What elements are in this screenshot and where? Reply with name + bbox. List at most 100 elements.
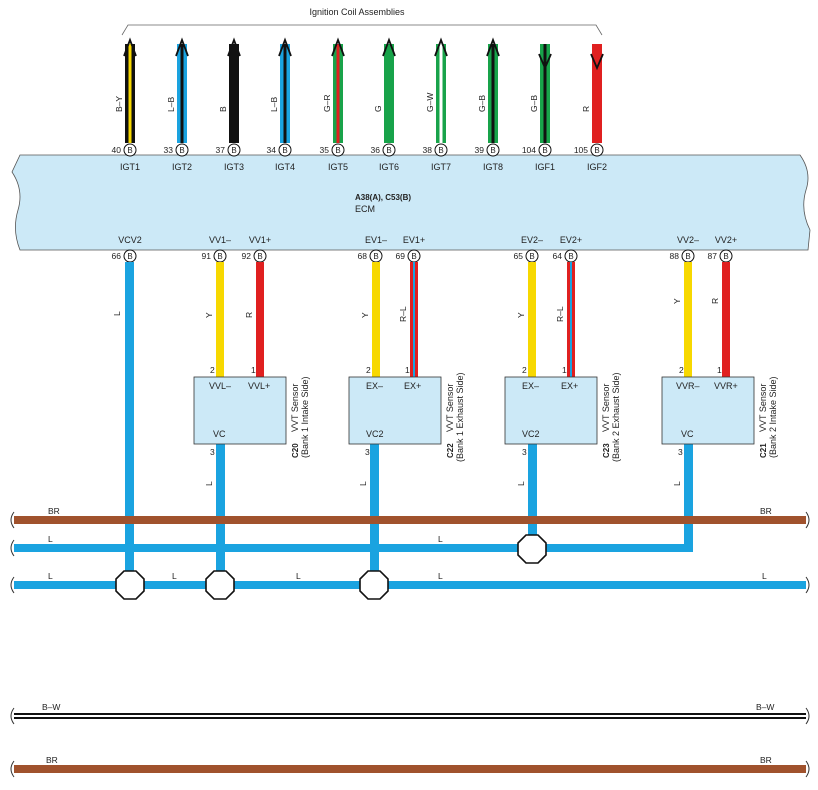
ecm-pin-number: 66 bbox=[112, 251, 122, 261]
ecm-pin-number: 88 bbox=[670, 251, 680, 261]
ignition-wire-code: L–B bbox=[166, 97, 176, 112]
ignition-wire-code: G–R bbox=[322, 95, 332, 112]
bus-label-right: BR bbox=[760, 506, 772, 516]
ecm-pin-number: 87 bbox=[708, 251, 718, 261]
sensor-sub: (Bank 2 Exhaust Side) bbox=[611, 372, 621, 462]
ignition-pin-number: 36 bbox=[371, 145, 381, 155]
sensor-terminal-left: VVL– bbox=[209, 381, 231, 391]
ignition-terminal-name: IGT4 bbox=[275, 162, 295, 172]
sensor-pin-left: 2 bbox=[522, 365, 527, 375]
ignition-pin-number: 34 bbox=[267, 145, 277, 155]
bus-line bbox=[14, 765, 806, 773]
bus-break-right bbox=[805, 511, 810, 529]
pin-badge-letter: B bbox=[373, 252, 378, 261]
pin-badge-letter: B bbox=[231, 146, 236, 155]
bus-label-right: BR bbox=[760, 755, 772, 765]
sensor-terminal-right: EX+ bbox=[561, 381, 578, 391]
wire-vv1-minus bbox=[216, 262, 224, 378]
sensor-sub: (Bank 1 Intake Side) bbox=[300, 376, 310, 458]
wire-ev2-plus-code: R–L bbox=[555, 306, 565, 322]
pin-badge-letter: B bbox=[529, 252, 534, 261]
wire-s4-out bbox=[684, 444, 693, 548]
wire-vv1-plus-code: R bbox=[244, 312, 254, 318]
ignition-terminal-name: IGT6 bbox=[379, 162, 399, 172]
pin-badge-letter: B bbox=[594, 146, 599, 155]
sensor-code: C21 bbox=[759, 443, 768, 458]
wire-ev1-plus-stripe bbox=[413, 262, 415, 378]
pin-badge bbox=[278, 143, 292, 157]
sensor-name: VVT Sensor bbox=[601, 384, 611, 432]
wire-s1-out bbox=[216, 444, 225, 584]
sensor-box bbox=[348, 376, 442, 445]
sensor-terminal-right: VVL+ bbox=[248, 381, 270, 391]
pin-badge-letter: B bbox=[179, 146, 184, 155]
ignition-wire-code: G bbox=[373, 105, 383, 112]
wire-vcv2-code: L bbox=[112, 311, 122, 316]
bus-label-b: L bbox=[296, 571, 301, 581]
splice-point bbox=[205, 570, 235, 600]
sensor-terminal-left: VVR– bbox=[676, 381, 700, 391]
bus-label-a: L bbox=[172, 571, 177, 581]
sensor-name: VVT Sensor bbox=[290, 384, 300, 432]
ignition-wire-stripe bbox=[491, 44, 495, 143]
bus-break-right bbox=[805, 707, 810, 725]
sensor-c20: 2 1 VVL– VVL+ VC 3 C20 VVT Sensor (Bank … bbox=[193, 365, 310, 458]
sensor-box bbox=[661, 376, 755, 445]
ignition-wire-stripe bbox=[128, 44, 132, 143]
bus-label-c: L bbox=[438, 571, 443, 581]
sensor-pin-right: 1 bbox=[717, 365, 722, 375]
ignition-terminal-name: IGT5 bbox=[328, 162, 348, 172]
pin-badge-letter: B bbox=[411, 252, 416, 261]
ignition-pin-number: 35 bbox=[320, 145, 330, 155]
sensor-pin-bottom: 3 bbox=[365, 447, 370, 457]
ignition-terminal-name: IGF2 bbox=[587, 162, 607, 172]
ignition-pin-number: 33 bbox=[164, 145, 174, 155]
bus-break-right bbox=[805, 576, 810, 594]
pin-badge-letter: B bbox=[685, 252, 690, 261]
ignition-pin-number: 37 bbox=[216, 145, 226, 155]
bus-label-left: BR bbox=[46, 755, 58, 765]
ignition-terminal-name: IGT2 bbox=[172, 162, 192, 172]
arrow-up-icon bbox=[123, 37, 137, 57]
pin-badge bbox=[331, 143, 345, 157]
ignition-pin-number: 40 bbox=[112, 145, 122, 155]
wire-vv2-minus-code: Y bbox=[672, 298, 682, 304]
pin-badge-letter: B bbox=[568, 252, 573, 261]
sensor-name: VVT Sensor bbox=[445, 384, 455, 432]
ecm-terminal-name: EV1+ bbox=[403, 235, 425, 245]
sensor-pin-left: 2 bbox=[366, 365, 371, 375]
wire-ev1-plus-code: R–L bbox=[398, 306, 408, 322]
wire-vv2-plus-code: R bbox=[710, 298, 720, 304]
ignition-terminal-name: IGT7 bbox=[431, 162, 451, 172]
bus-label-left: L bbox=[48, 571, 53, 581]
pin-badge-letter: B bbox=[542, 146, 547, 155]
ignition-terminal-name: IGT3 bbox=[224, 162, 244, 172]
pin-badge bbox=[175, 143, 189, 157]
ecm-terminal-name: EV2+ bbox=[560, 235, 582, 245]
pin-badge-letter: B bbox=[335, 146, 340, 155]
bus-break-left bbox=[10, 707, 15, 725]
arrow-up-icon bbox=[331, 37, 345, 57]
bus-break-left bbox=[10, 511, 15, 529]
ecm-terminal-name: VV2+ bbox=[715, 235, 737, 245]
sensor-pin-left: 2 bbox=[679, 365, 684, 375]
sensor-terminal-right: VVR+ bbox=[714, 381, 738, 391]
wire-vv1-minus-code: Y bbox=[204, 312, 214, 318]
wire-ev2-plus-stripe bbox=[570, 262, 572, 378]
bus-line bbox=[14, 544, 693, 552]
arrow-up-icon bbox=[227, 37, 241, 57]
ignition-terminal-name: IGT8 bbox=[483, 162, 503, 172]
ecm-connector-label: A38(A), C53(B) bbox=[355, 193, 411, 202]
ignition-pin-number: 38 bbox=[423, 145, 433, 155]
wire-s3-out-code: L bbox=[516, 481, 526, 486]
pin-badge-letter: B bbox=[282, 146, 287, 155]
ignition-pin-number: 105 bbox=[574, 145, 588, 155]
wire-vv1-plus bbox=[256, 262, 264, 378]
sensor-sub: (Bank 1 Exhaust Side) bbox=[455, 372, 465, 462]
sensor-output-wires: L L L L bbox=[204, 444, 693, 584]
pin-badge bbox=[590, 143, 604, 157]
splice-point bbox=[517, 534, 547, 564]
sensor-c21: 2 1 VVR– VVR+ VC 3 C21 VVT Sensor (Bank … bbox=[661, 365, 778, 458]
ignition-wire-code: L–B bbox=[269, 97, 279, 112]
